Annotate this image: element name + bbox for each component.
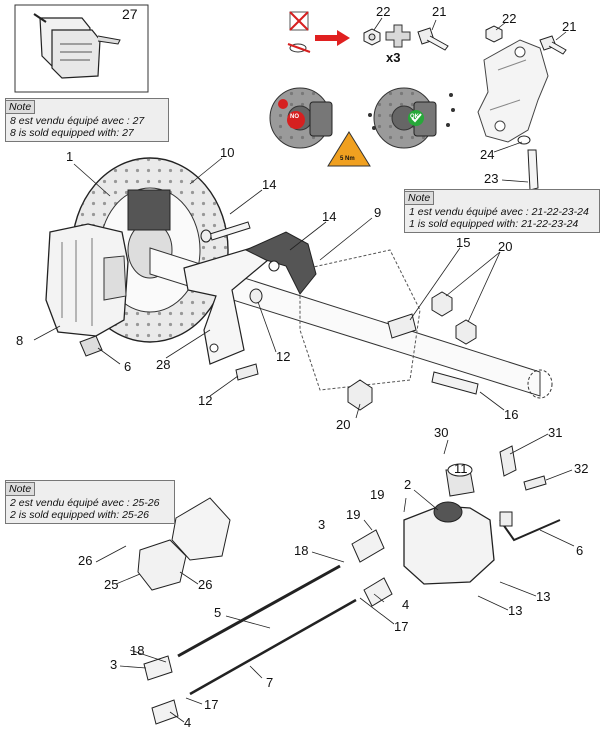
bolt-12 <box>235 363 259 381</box>
callout-13b: 13 <box>508 603 523 618</box>
screw-32 <box>523 475 547 491</box>
callout-3a: 3 <box>318 517 326 532</box>
callout-15: 15 <box>456 235 471 250</box>
callout-18b: 18 <box>130 643 145 658</box>
callout-24: 24 <box>480 147 495 162</box>
plus-icon <box>385 24 411 48</box>
hub-carrier <box>244 231 317 295</box>
callout-7: 7 <box>266 675 274 690</box>
no-badge: NO <box>290 114 299 120</box>
callout-12b: 12 <box>198 393 213 408</box>
callout-3b: 3 <box>110 657 118 672</box>
note-cylinder-25-26: Note 2 est vendu équipé avec : 25-26 2 i… <box>5 480 175 524</box>
callout-16: 16 <box>504 407 519 422</box>
callout-25: 25 <box>104 577 119 592</box>
callout-17b: 17 <box>204 697 219 712</box>
note-header: Note <box>5 100 36 114</box>
ok-badge: OK <box>410 114 419 120</box>
callout-19b: 19 <box>346 507 361 522</box>
note-fr: 8 est vendu équipé avec : 27 <box>10 115 145 127</box>
callout-14a: 14 <box>262 177 277 192</box>
nut-22-top <box>363 28 381 46</box>
callout-23: 23 <box>484 171 499 186</box>
bolt-14 <box>200 221 251 243</box>
callout-26b: 26 <box>198 577 213 592</box>
note-header: Note <box>404 191 435 205</box>
callout-21b: 21 <box>562 19 577 34</box>
brake-pads-inset <box>14 4 149 93</box>
callout-10: 10 <box>220 145 235 160</box>
note-en: 1 is sold equipped with: 21-22-23-24 <box>409 218 579 230</box>
callout-32: 32 <box>574 461 589 476</box>
disc-ok-icon <box>373 87 437 149</box>
callout-20a: 20 <box>498 239 513 254</box>
callout-19a: 19 <box>370 487 385 502</box>
callout-14b: 14 <box>322 209 337 224</box>
note-fr: 1 est vendu équipé avec : 21-22-23-24 <box>409 206 589 218</box>
callout-28: 28 <box>156 357 171 372</box>
callout-30: 30 <box>434 425 449 440</box>
red-arrow-icon <box>315 30 350 46</box>
note-caliper-21-24: Note 1 est vendu équipé avec : 21-22-23-… <box>404 189 600 233</box>
callout-9: 9 <box>374 205 382 220</box>
nut-20 <box>347 291 477 411</box>
callout-11: 11 <box>454 461 468 476</box>
bolt-markers <box>368 93 455 130</box>
callout-13a: 13 <box>536 589 551 604</box>
callout-31: 31 <box>548 425 563 440</box>
caliper-bracket-exploded <box>477 25 567 191</box>
callout-20b: 20 <box>336 417 351 432</box>
leader-lines <box>33 17 575 723</box>
note-en: 8 is sold equipped with: 27 <box>10 127 134 139</box>
callout-12a: 12 <box>276 349 291 364</box>
callout-17a: 17 <box>394 619 409 634</box>
push-rods <box>177 564 357 696</box>
callout-22a: 22 <box>376 4 391 19</box>
bracket-31 <box>499 445 517 477</box>
callout-22b: 22 <box>502 11 517 26</box>
note-caliper-27: Note 8 est vendu équipé avec : 27 8 is s… <box>5 98 169 142</box>
small-cylinder-25 <box>137 497 231 591</box>
assembly-instructions <box>269 11 455 167</box>
prohibited-icon <box>287 11 311 53</box>
callout-4b: 4 <box>184 715 192 730</box>
note-fr: 2 est vendu équipé avec : 25-26 <box>10 497 160 509</box>
callout-6a: 6 <box>124 359 132 374</box>
key-16 <box>431 371 479 395</box>
callout-2: 2 <box>404 477 412 492</box>
bolt-21-top <box>417 27 449 51</box>
brake-pad-icon <box>33 13 121 79</box>
disc-no-icon <box>269 87 333 149</box>
warning-torque-icon <box>327 131 371 167</box>
callout-8: 8 <box>16 333 24 348</box>
note-header: Note <box>5 482 36 496</box>
callout-4a: 4 <box>402 597 410 612</box>
callout-5: 5 <box>214 605 222 620</box>
bolt-15 <box>387 313 417 339</box>
callout-26a: 26 <box>78 553 93 568</box>
master-cylinder <box>403 463 495 585</box>
note-en: 2 is sold equipped with: 25-26 <box>10 509 149 521</box>
callout-6b: 6 <box>576 543 584 558</box>
spacer-12 <box>249 288 263 304</box>
callout-1: 1 <box>66 149 74 164</box>
callout-21a: 21 <box>432 4 447 19</box>
callout-27: 27 <box>122 6 138 22</box>
brake-caliper <box>45 223 129 357</box>
brake-line-6 <box>499 511 561 542</box>
callout-18a: 18 <box>294 543 309 558</box>
multiplier-label: x3 <box>386 50 401 65</box>
torque-label: 5 Nm <box>340 156 355 162</box>
